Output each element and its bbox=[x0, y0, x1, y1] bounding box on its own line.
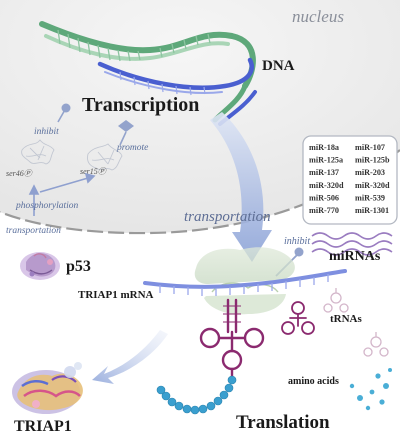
mirna-item: miR-539 bbox=[355, 193, 385, 202]
mirna-item: miR-125a bbox=[309, 156, 343, 165]
nucleus-region bbox=[0, 0, 400, 234]
mirna-item: miR-203 bbox=[355, 168, 385, 177]
trna-faint-2 bbox=[363, 332, 389, 357]
translation-label: Translation bbox=[236, 412, 330, 433]
mirna-item: miR-107 bbox=[355, 143, 385, 152]
triap1-mrna-label: TRIAP1 mRNA bbox=[78, 289, 154, 301]
promote-label: promote bbox=[116, 143, 148, 153]
mirnas-label: miRNAs bbox=[329, 249, 381, 264]
triap1-protein-icon bbox=[12, 362, 83, 414]
translation-arrow bbox=[92, 330, 168, 384]
mirna-wave-icon bbox=[311, 232, 393, 256]
trna-medium bbox=[281, 301, 315, 335]
polypeptide-chain bbox=[156, 375, 237, 415]
transcription-label: Transcription bbox=[82, 94, 199, 116]
phosphorylation-label: phosphorylation bbox=[15, 201, 79, 211]
nucleus-label: nucleus bbox=[292, 7, 344, 26]
mirna-item: miR-320d bbox=[355, 181, 390, 190]
trnas-label: tRNAs bbox=[330, 313, 362, 325]
ribosome bbox=[194, 247, 295, 315]
mirna-list-box: miR-18a miR-107 miR-125a miR-125b miR-137 miR… bbox=[302, 135, 398, 225]
p53-label: p53 bbox=[66, 258, 91, 275]
inhibit-mirna-label: inhibit bbox=[284, 236, 310, 247]
mirna-item: miR-506 bbox=[309, 193, 339, 202]
phosphorylation-arrows bbox=[28, 172, 96, 216]
p53-regulation-lines bbox=[57, 103, 134, 146]
triap1-label: TRIAP1 bbox=[14, 418, 72, 435]
mirna-item: miR-770 bbox=[309, 206, 339, 215]
inhibit-label-top: inhibit bbox=[34, 127, 59, 137]
p53-ser46-structure bbox=[21, 139, 55, 165]
transportation-arrow bbox=[210, 112, 272, 262]
ser46-label: ser46Ⓟ bbox=[6, 169, 34, 178]
transportation-small-label: transportation bbox=[6, 226, 61, 236]
trna-large bbox=[199, 298, 265, 378]
p53-protein-icon bbox=[20, 252, 60, 280]
mirna-item: miR-137 bbox=[309, 168, 339, 177]
amino-acid-dots bbox=[349, 368, 392, 411]
p53-ser15-structure bbox=[87, 143, 123, 171]
mirna-item: miR-18a bbox=[309, 143, 339, 152]
trna-faint-1 bbox=[323, 288, 349, 313]
ser15-label: ser15Ⓟ bbox=[80, 167, 108, 176]
mirna-item: miR-320d bbox=[309, 181, 344, 190]
mirna-item: miR-125b bbox=[355, 156, 390, 165]
transportation-big-label: transportation bbox=[184, 209, 271, 225]
amino-acids-label: amino acids bbox=[288, 376, 339, 387]
mirna-item: miR-1301 bbox=[355, 206, 389, 215]
mrna-strand bbox=[143, 269, 347, 296]
trna-large-ticks bbox=[223, 305, 241, 323]
dna-label: DNA bbox=[262, 58, 295, 74]
